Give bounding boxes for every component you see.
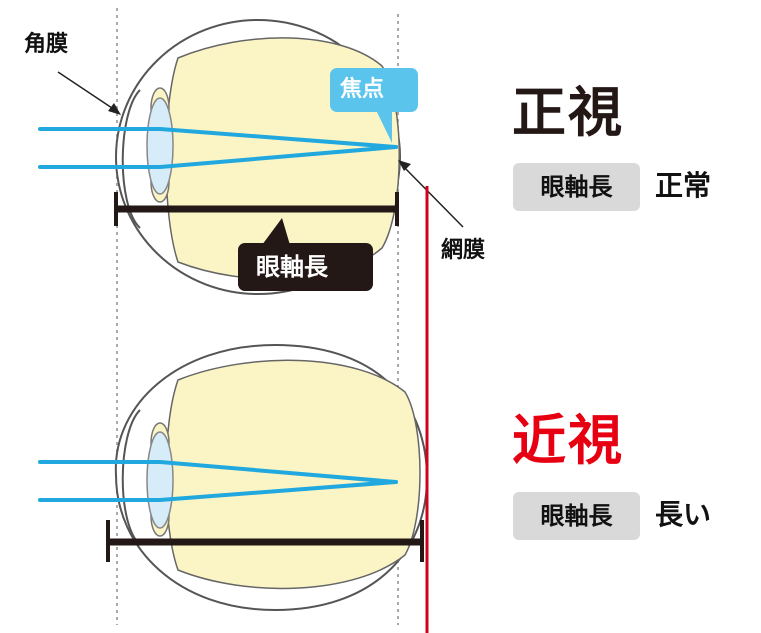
myopia-lens bbox=[146, 431, 174, 529]
focus-bubble bbox=[330, 68, 418, 112]
axial-length-tag-label: 眼軸長 bbox=[256, 253, 328, 281]
myopia-cornea-bulge bbox=[121, 409, 141, 546]
normal-cornea-bulge bbox=[121, 89, 141, 229]
normal-axial-bar bbox=[114, 192, 399, 226]
myopia-title: 近視 bbox=[512, 409, 624, 472]
normal-light-rays bbox=[38, 127, 398, 169]
focus-label: 焦点 bbox=[340, 77, 385, 102]
normal-vision-title: 正視 bbox=[512, 81, 624, 144]
myopia-eye bbox=[38, 343, 429, 612]
retina-arrow bbox=[398, 160, 464, 228]
normal-axial-length-badge: 眼軸長 bbox=[513, 163, 640, 211]
cornea-arrow bbox=[57, 71, 121, 115]
myopia-light-rays bbox=[38, 460, 398, 502]
focus-bubble-pointer bbox=[375, 108, 392, 143]
myopia-axial-length-badge: 眼軸長 bbox=[513, 492, 640, 540]
myopia-axial-bar bbox=[106, 520, 424, 562]
cornea-label: 角膜 bbox=[24, 32, 69, 57]
axial-tag-box bbox=[238, 243, 373, 291]
myopia-axial-length-value: 長い bbox=[655, 498, 712, 531]
axial-tag-pointer bbox=[262, 218, 290, 245]
retina-label: 網膜 bbox=[441, 238, 486, 263]
normal-lens bbox=[146, 97, 174, 195]
guide-lines bbox=[116, 8, 399, 625]
normal-axial-length-value: 正常 bbox=[655, 169, 712, 202]
normal-eye bbox=[38, 19, 401, 295]
